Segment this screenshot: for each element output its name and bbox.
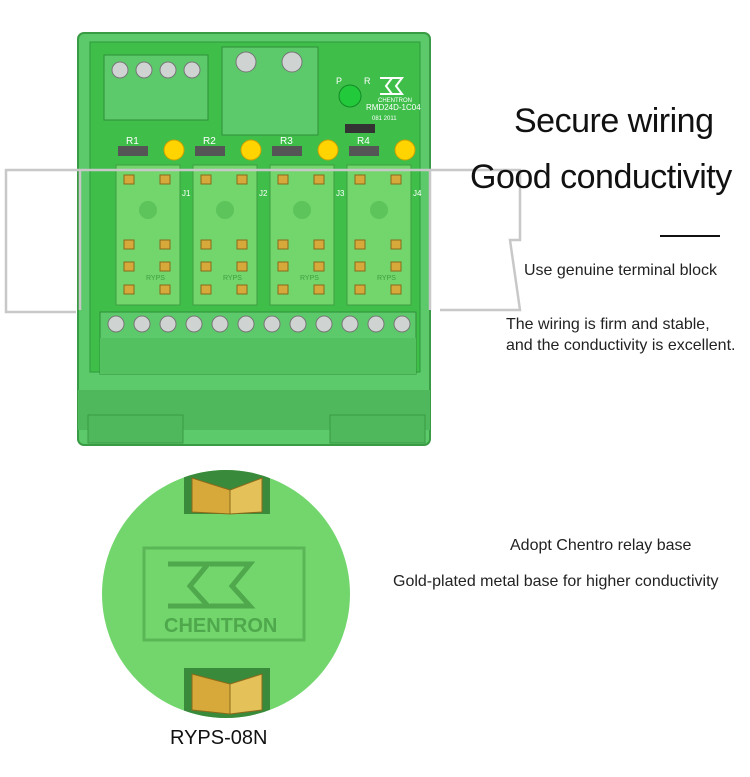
- relay-model-text: RYPS: [146, 275, 165, 282]
- relay-socket: [346, 164, 412, 306]
- terminal-description: The wiring is firm and stable, and the c…: [506, 314, 750, 356]
- terminal-screw: [211, 315, 229, 333]
- relay-base-subtitle: Adopt Chentro relay base: [510, 537, 692, 554]
- brand-logo-icon: [380, 77, 404, 95]
- board-date-code: 081 2011: [372, 116, 397, 122]
- connector-label: J1: [182, 189, 191, 198]
- terminal-description-line-1: The wiring is firm and stable,: [506, 316, 710, 333]
- board-led-label-p: P: [336, 76, 342, 86]
- relay-model-caption: RYPS-08N: [170, 727, 268, 749]
- terminal-screw: [263, 315, 281, 333]
- board-model-code: RMD24D-1C04: [366, 103, 421, 112]
- headline-secure-wiring: Secure wiring: [514, 102, 714, 140]
- divider: [660, 235, 720, 237]
- board-brand-text: CHENTRON: [378, 98, 412, 104]
- terminal-screw: [289, 315, 307, 333]
- terminal-screw: [367, 315, 385, 333]
- relay-model-text: RYPS: [300, 275, 319, 282]
- terminal-screw: [159, 315, 177, 333]
- top-terminal-block-2: [221, 46, 319, 136]
- relay-led: [240, 139, 262, 161]
- relay-led: [317, 139, 339, 161]
- relay-model-text: RYPS: [223, 275, 242, 282]
- relay-led: [394, 139, 416, 161]
- zoom-brand-text: CHENTRON: [164, 615, 277, 637]
- connector-label: J3: [336, 189, 345, 198]
- power-led: [338, 84, 362, 108]
- terminal-screw: [237, 315, 255, 333]
- terminal-screw: [341, 315, 359, 333]
- relay-socket: [269, 164, 335, 306]
- relay-socket: [192, 164, 258, 306]
- terminal-screw: [133, 315, 151, 333]
- connector-label: J2: [259, 189, 268, 198]
- relay-base-zoom-image: CHENTRON: [102, 470, 350, 718]
- terminal-description-line-2: and the conductivity is excellent.: [506, 337, 736, 354]
- relay-label: R2: [203, 136, 216, 147]
- connector-label: J4: [413, 189, 422, 198]
- chentron-logo-icon: [168, 561, 256, 609]
- relay-led: [163, 139, 185, 161]
- headline-good-conductivity: Good conductivity: [470, 158, 732, 196]
- board-led-label-r: R: [364, 76, 371, 86]
- terminal-screw: [107, 315, 125, 333]
- terminal-screw: [393, 315, 411, 333]
- relay-label: R1: [126, 136, 139, 147]
- relay-model-text: RYPS: [377, 275, 396, 282]
- terminal-subtitle: Use genuine terminal block: [524, 262, 717, 279]
- relay-socket: [115, 164, 181, 306]
- relay-board-image: P R CHENTRON RMD24D-1C04 081 2011 R1RYPS…: [4, 32, 522, 446]
- relay-label: R3: [280, 136, 293, 147]
- terminal-screw: [185, 315, 203, 333]
- terminal-screw: [315, 315, 333, 333]
- relay-base-description: Gold-plated metal base for higher conduc…: [393, 573, 719, 590]
- relay-label: R4: [357, 136, 370, 147]
- top-terminal-block-4: [103, 54, 209, 121]
